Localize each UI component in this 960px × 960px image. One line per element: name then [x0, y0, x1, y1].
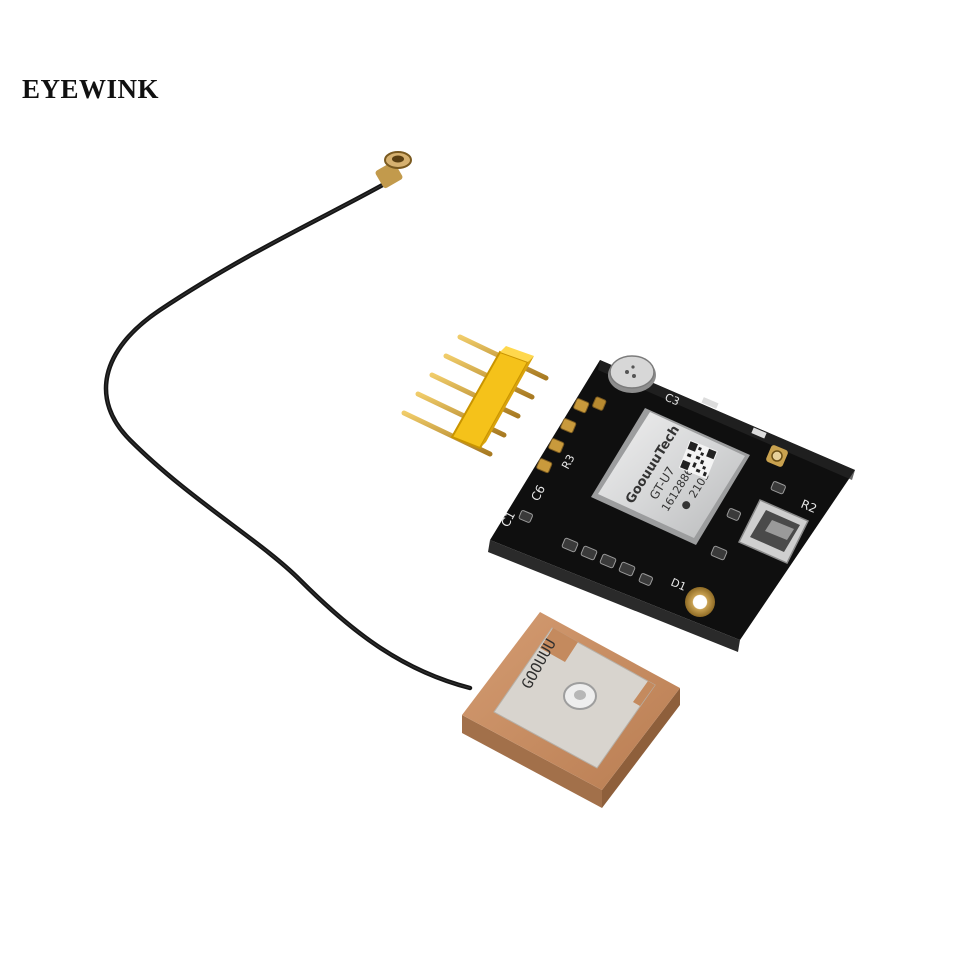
silk-d1: D1 [669, 576, 688, 594]
gps-module-board: GoouuuTech GT-U7 16128866 2103 [488, 355, 855, 652]
pin-header [401, 334, 549, 457]
qr-code [678, 440, 718, 480]
ufl-connector [375, 151, 412, 189]
gps-chip-shield: GoouuuTech GT-U7 16128866 2103 [591, 408, 750, 545]
backup-battery [608, 355, 656, 393]
silk-c3: C3 [663, 391, 682, 409]
silk-c6: C6 [528, 483, 548, 504]
silk-r3: R3 [559, 452, 577, 471]
patch-antenna: GOOUUU [462, 612, 680, 808]
mounting-hole [685, 587, 715, 617]
antenna-cable [103, 175, 473, 691]
ipex-socket [766, 445, 788, 467]
brand-logo: EYEWINK [22, 74, 160, 104]
silk-r2: R2 [799, 497, 819, 516]
silk-c1: C1 [498, 509, 518, 530]
micro-usb-port [737, 499, 810, 564]
